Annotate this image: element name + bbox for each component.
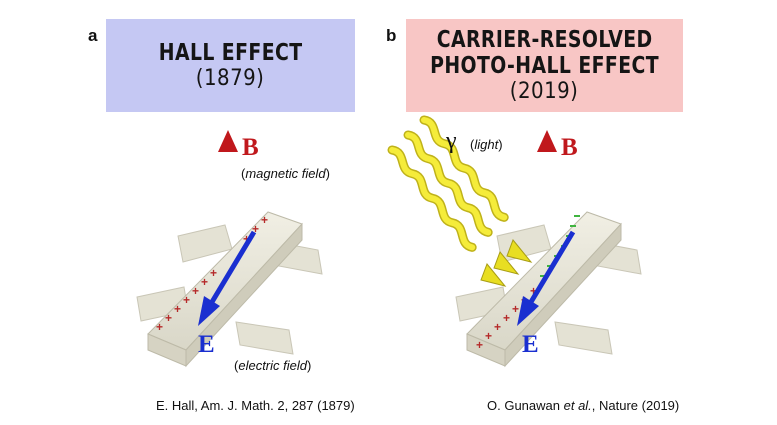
e-field-arrow-head (517, 296, 539, 326)
e-field-label-b: E (522, 331, 539, 358)
photo-hall-title-line1: CARRIER-RESOLVED (436, 26, 653, 53)
e-field-label-a: E (198, 331, 215, 358)
svg-text:+: + (512, 302, 519, 316)
panel-a-letter: a (88, 26, 98, 45)
svg-text:+: + (485, 329, 492, 343)
b-field-arrow-head (537, 130, 557, 152)
contact-arm (235, 321, 294, 355)
svg-text:+: + (201, 275, 208, 289)
light-text: light (474, 137, 499, 152)
svg-text:+: + (183, 293, 190, 307)
hall-bar-edge (185, 222, 303, 368)
svg-text:+: + (165, 311, 172, 325)
e-field-arrow-shaft (209, 230, 257, 304)
light-photons (387, 115, 509, 252)
e-field-arrow-shaft (528, 230, 576, 304)
hall-effect-year: (1879) (196, 65, 265, 91)
hall-bar-device-a: +++ +++ +++ + (136, 130, 323, 368)
svg-text:+: + (243, 232, 250, 246)
hall-effect-title-box: HALL EFFECT (1879) (106, 19, 355, 112)
magnetic-field-text: magnetic field (245, 166, 326, 181)
panel-b-letter: b (386, 26, 397, 45)
hall-effect-title: HALL EFFECT (158, 39, 303, 66)
contact-arm (554, 321, 613, 355)
b-field-label-a: B (242, 134, 259, 161)
light-arrowheads (480, 239, 533, 287)
citation-b: O. Gunawan et al., Nature (2019) (487, 398, 679, 413)
gamma-symbol: γ (446, 128, 457, 154)
citation-b-author: O. Gunawan (487, 398, 564, 413)
citation-b-rest: , Nature (2019) (591, 398, 680, 413)
svg-text:+: + (156, 320, 163, 334)
svg-text:+: + (174, 302, 181, 316)
svg-text:+: + (192, 284, 199, 298)
svg-text:+: + (494, 320, 501, 334)
b-field-arrow-head (218, 130, 238, 152)
hall-bar-edge (504, 222, 622, 368)
svg-text:+: + (503, 311, 510, 325)
svg-text:+: + (476, 338, 483, 352)
electric-field-text: electric field (238, 358, 307, 373)
positive-charges: +++ +++ +++ + (156, 213, 268, 334)
photo-hall-year: (2019) (510, 78, 579, 104)
svg-text:+: + (261, 213, 268, 227)
citation-a: E. Hall, Am. J. Math. 2, 287 (1879) (156, 398, 355, 413)
svg-text:+: + (252, 222, 259, 236)
e-field-arrow-head (198, 296, 220, 326)
citation-b-etal: et al. (563, 398, 592, 413)
electric-field-caption: (electric field) (234, 358, 312, 373)
svg-text:+: + (530, 284, 537, 298)
magnetic-field-caption: (magnetic field) (241, 166, 330, 181)
hall-bar-device-b: +++ +++ + (387, 115, 642, 368)
photo-hall-title-box: CARRIER-RESOLVED PHOTO-HALL EFFECT (2019… (406, 19, 683, 112)
photo-hall-title-line2: PHOTO-HALL EFFECT (430, 52, 659, 79)
light-caption: (light) (470, 137, 503, 152)
b-field-label-b: B (561, 134, 578, 161)
svg-text:+: + (210, 266, 217, 280)
